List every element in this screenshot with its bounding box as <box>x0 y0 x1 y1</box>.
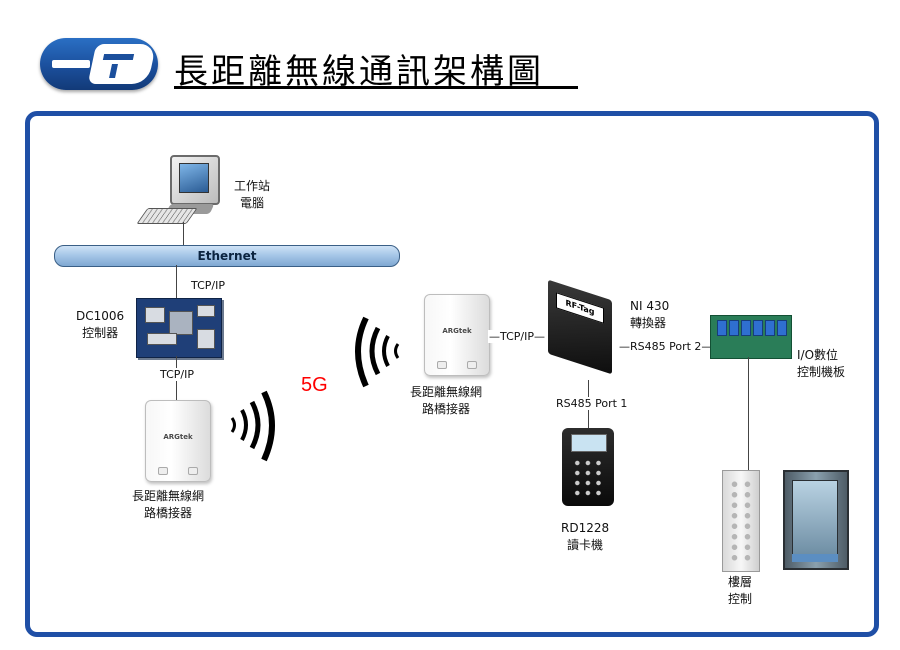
rs485-port1-label: RS485 Port 1 <box>555 397 629 410</box>
rd1228-reader-icon <box>562 428 614 506</box>
workstation-monitor-icon <box>170 155 220 205</box>
tcpip-label-top: TCP/IP <box>190 279 226 292</box>
floor-control-label: 樓層 控制 <box>728 575 753 606</box>
bus-to-controller-line <box>176 265 177 298</box>
wireless-band-label: 5G <box>301 374 328 396</box>
wireless-signal-right-icon <box>230 390 275 462</box>
page-title: 長距離無線通訊架構圖 <box>174 52 544 92</box>
bridge-left-label: 長距離無線網 路橋接器 <box>132 489 205 520</box>
elevator-car-icon <box>783 470 849 570</box>
elevator-button-panel-icon <box>722 470 760 572</box>
tcpip-label-bottom: TCP/IP <box>159 368 195 381</box>
yikatong-logo <box>40 38 158 90</box>
workstation-label: 工作站 電腦 <box>234 179 271 210</box>
workstation-connector <box>183 222 184 245</box>
rs485-port2-label: —RS485 Port 2— <box>618 340 714 353</box>
wireless-signal-left-icon <box>355 316 400 388</box>
wireless-bridge-left-icon: ARGtek <box>145 400 211 482</box>
converter-label: NI 430 轉換器 <box>630 299 670 330</box>
reader-label: RD1228 讀卡機 <box>561 521 610 552</box>
io-to-panel-line <box>748 357 749 470</box>
title-underline <box>174 86 578 89</box>
bridge-right-label: 長距離無線網 路橋接器 <box>410 385 483 416</box>
io-board-icon <box>710 315 792 359</box>
io-board-label: I/O數位 控制機板 <box>797 348 846 379</box>
dc1006-board-icon <box>136 298 222 358</box>
tcpip-link-label: —TCP/IP— <box>488 330 546 343</box>
wireless-bridge-right-icon: ARGtek <box>424 294 490 376</box>
controller-label: DC1006 控制器 <box>76 309 125 340</box>
ethernet-bus: Ethernet <box>54 245 400 267</box>
